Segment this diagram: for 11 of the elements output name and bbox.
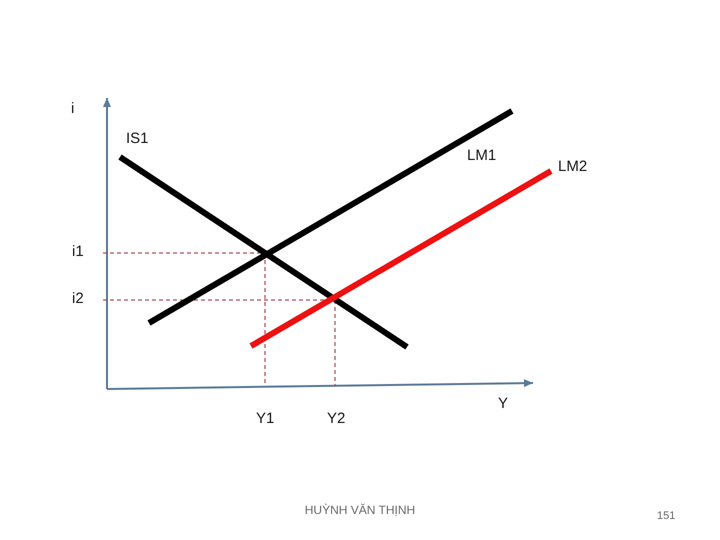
axis-label: Y xyxy=(498,395,508,413)
curve-label: LM1 xyxy=(467,147,496,165)
author-name: HUỲNH VĂN THỊNH xyxy=(304,502,416,519)
axis-tick-label: i1 xyxy=(72,243,84,261)
axis-label: i xyxy=(71,100,74,118)
page-number: 151 xyxy=(657,509,676,524)
axis-tick-label: i2 xyxy=(72,290,84,308)
axis-tick-label: Y1 xyxy=(256,410,274,428)
curve-label: LM2 xyxy=(558,158,588,176)
axis-tick-label: Y2 xyxy=(327,410,346,428)
curve-label: IS1 xyxy=(126,130,149,148)
